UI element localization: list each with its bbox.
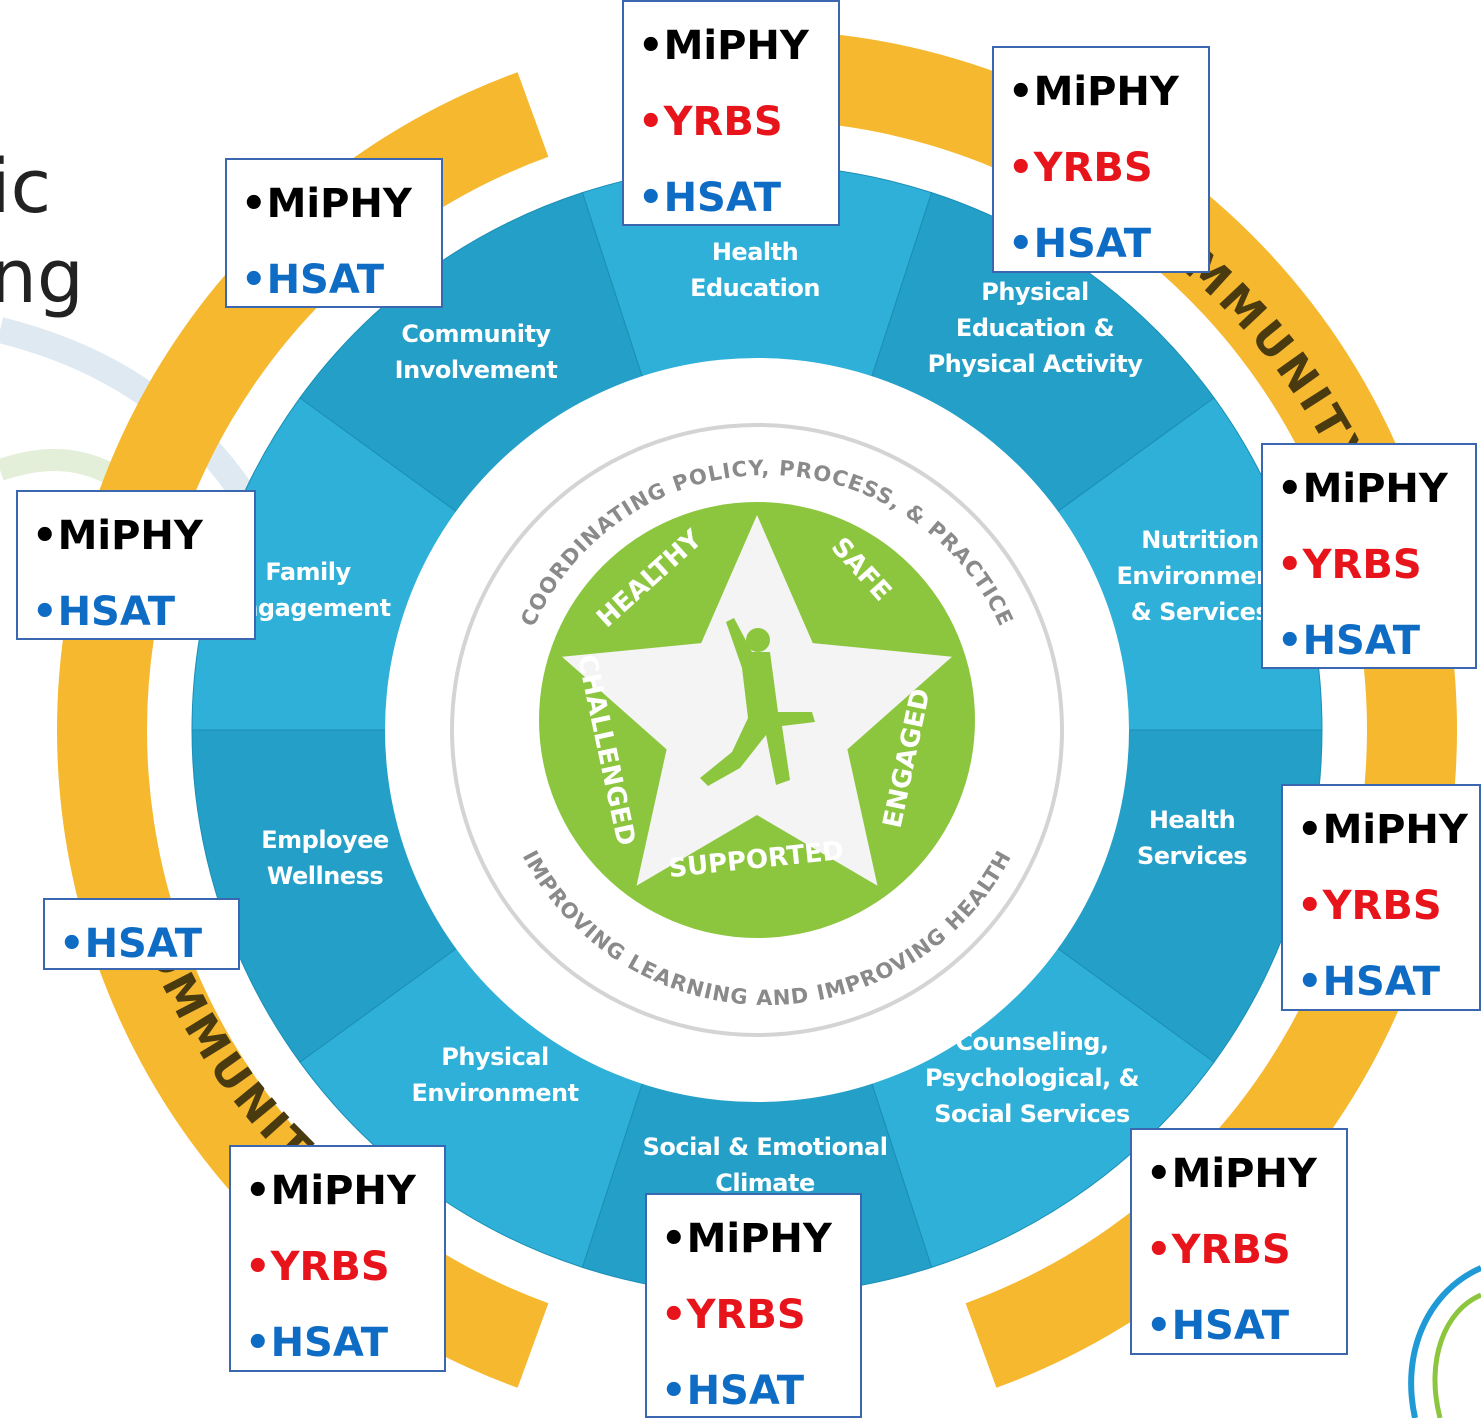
community-arc (708, 30, 1457, 1388)
source-hsat: •HSAT (1008, 221, 1151, 267)
logo-arc-green (1432, 1292, 1481, 1418)
source-yrbs: •YRBS (1146, 1227, 1291, 1273)
data-source-box-right-upper: •MiPHY •YRBS •HSAT (1261, 443, 1477, 669)
data-source-box-top-left: •MiPHY •HSAT (225, 158, 443, 308)
data-source-box-bottom-left: •MiPHY •YRBS •HSAT (229, 1145, 446, 1372)
source-miphy: •MiPHY (245, 1168, 416, 1214)
data-source-box-top-right: •MiPHY •YRBS •HSAT (992, 46, 1210, 273)
source-hsat: •HSAT (638, 175, 781, 221)
source-hsat: •HSAT (59, 921, 202, 967)
source-hsat: •HSAT (1146, 1303, 1289, 1349)
data-source-box-bottom-center: •MiPHY •YRBS •HSAT (645, 1193, 862, 1418)
inner-grey-ring (450, 423, 1064, 1037)
source-miphy: •MiPHY (638, 23, 809, 69)
community-arc (57, 72, 549, 1388)
logo-arc-blue (1408, 1265, 1481, 1418)
source-miphy: •MiPHY (1008, 69, 1179, 115)
source-miphy: •MiPHY (661, 1216, 832, 1262)
source-yrbs: •YRBS (1277, 542, 1422, 588)
source-hsat: •HSAT (661, 1368, 804, 1414)
data-source-box-left-upper: •MiPHY •HSAT (16, 490, 256, 640)
slide-title-line-2: ng (0, 234, 84, 320)
source-yrbs: •YRBS (245, 1244, 390, 1290)
source-hsat: •HSAT (32, 589, 175, 635)
source-yrbs: •YRBS (1297, 883, 1442, 929)
source-hsat: •HSAT (1297, 959, 1440, 1005)
data-source-box-top-center: •MiPHY •YRBS •HSAT (622, 0, 840, 226)
source-yrbs: •YRBS (661, 1292, 806, 1338)
source-yrbs: •YRBS (638, 99, 783, 145)
source-miphy: •MiPHY (1297, 807, 1468, 853)
source-yrbs: •YRBS (1008, 145, 1153, 191)
data-source-box-bottom-right: •MiPHY •YRBS •HSAT (1130, 1128, 1348, 1355)
data-source-box-left-lower: •HSAT (43, 898, 240, 970)
slide-title-line-1: ic (0, 144, 52, 230)
source-hsat: •HSAT (241, 257, 384, 303)
segment-label: Counseling,Psychological, &Social Servic… (925, 1028, 1139, 1128)
source-miphy: •MiPHY (1277, 466, 1448, 512)
jumping-figure-icon (700, 618, 815, 786)
community-ring (57, 30, 1457, 1388)
data-source-box-right-lower: •MiPHY •YRBS •HSAT (1281, 784, 1481, 1011)
source-hsat: •HSAT (245, 1320, 388, 1366)
source-miphy: •MiPHY (241, 181, 412, 227)
source-miphy: •MiPHY (32, 513, 203, 559)
source-hsat: •HSAT (1277, 618, 1420, 664)
source-miphy: •MiPHY (1146, 1151, 1317, 1197)
